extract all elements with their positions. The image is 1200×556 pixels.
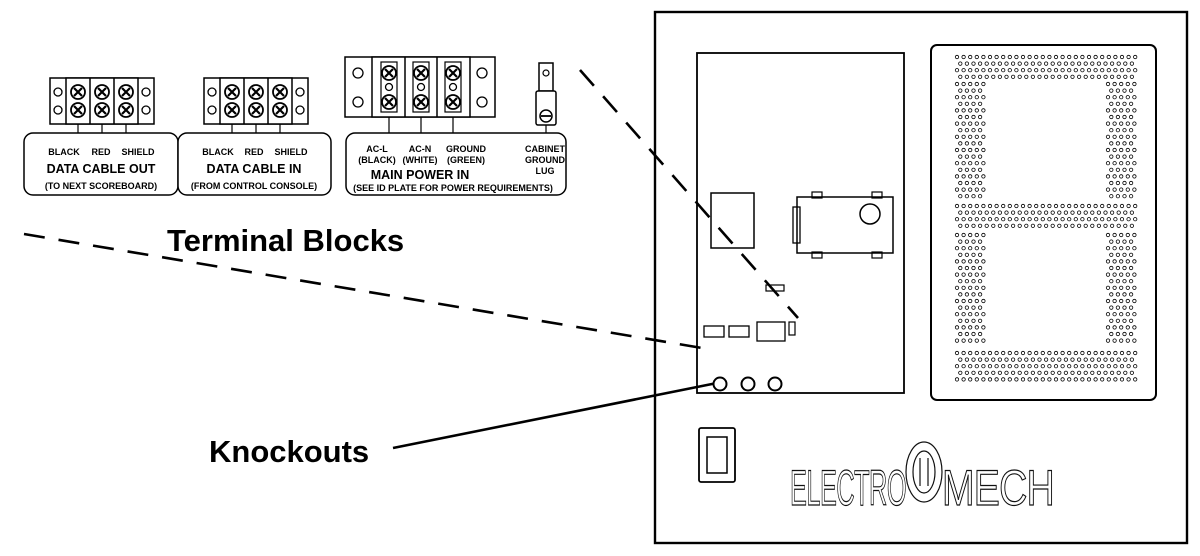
block-note: (FROM CONTROL CONSOLE) [191,181,317,191]
screw-icon [380,61,462,113]
block-note: (SEE ID PLATE FOR POWER REQUIREMENTS) [353,183,553,193]
control-board [696,52,905,394]
lug-label-1: CABINET [525,144,566,154]
wire-label-ground-color: (GREEN) [447,155,485,165]
ground-lug-icon [535,62,557,126]
label-plate [345,132,567,196]
terminal-leader-lines [23,69,799,351]
digit-display-panel [930,44,1157,401]
block-title: DATA CABLE OUT [47,162,156,176]
board-chip [710,192,755,249]
lug-label-3: LUG [536,166,555,176]
logo-left-text: ELECTRO [790,460,906,516]
logo-right-text: MECH [942,460,1054,516]
screw-icon [224,84,288,118]
wire-label-acn: AC-N [409,144,432,154]
wire-label-black: BLACK [202,147,234,157]
wire-label-ground: GROUND [446,144,486,154]
electro-mech-logo: ELECTRO MECH [789,441,1056,517]
terminal-block-main-power: AC-L (BLACK) AC-N (WHITE) GROUND (GREEN)… [344,56,567,196]
lug-label-2: GROUND [525,155,565,165]
terminal-block-data-out: BLACK RED SHIELD DATA CABLE OUT (TO NEXT… [23,77,179,196]
scoreboard-cabinet [653,10,1189,545]
power-switch [698,427,736,483]
knockout-holes [712,376,783,392]
wire-label-red: RED [244,147,264,157]
screw-icon [70,84,134,118]
block-title: MAIN POWER IN [371,168,470,182]
wire-label-shield: SHIELD [121,147,155,157]
terminal-block-data-in: BLACK RED SHIELD DATA CABLE IN (FROM CON… [177,77,332,196]
relay-component [792,191,894,259]
wire-label-shield: SHIELD [274,147,308,157]
wire-label-black: BLACK [48,147,80,157]
label-plate [177,132,332,196]
knockouts-leader-line [392,381,718,450]
knockouts-callout: Knockouts [209,434,369,469]
block-title: DATA CABLE IN [207,162,302,176]
logo-emblem-icon [905,441,943,503]
wire-label-red: RED [91,147,111,157]
seven-segment-digit [954,54,1138,382]
board-fuse [765,284,785,292]
block-note: (TO NEXT SCOREBOARD) [45,181,157,191]
wire-label-acl: AC-L [366,144,388,154]
terminal-blocks-callout: Terminal Blocks [167,223,404,258]
wire-label-acn-color: (WHITE) [403,155,438,165]
wire-label-acl-color: (BLACK) [358,155,396,165]
